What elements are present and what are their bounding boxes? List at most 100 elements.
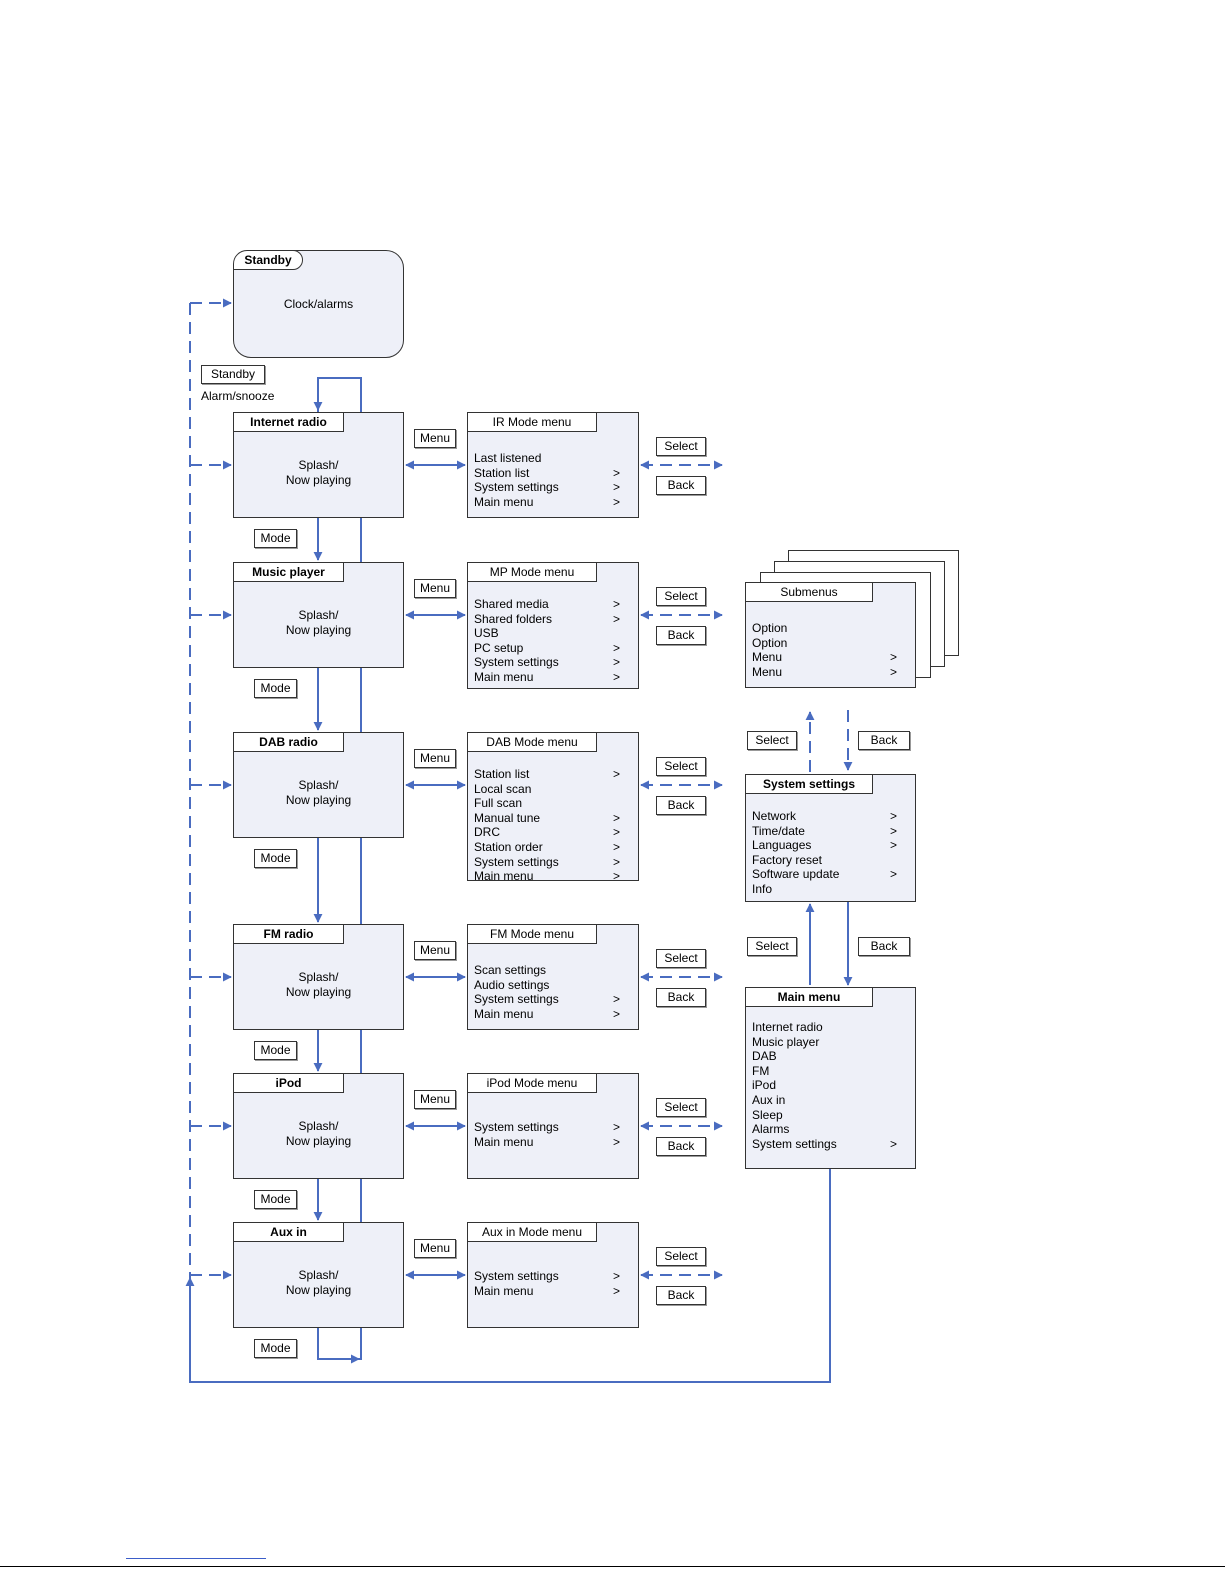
menu-item[interactable]: Factory reset — [752, 853, 897, 868]
menu-item[interactable]: Aux in — [752, 1093, 897, 1108]
menu-item-arrow: > — [612, 611, 620, 626]
menu-item[interactable]: USB — [474, 626, 620, 641]
menu-item[interactable]: Manual tune> — [474, 811, 620, 826]
back-button[interactable]: Back — [656, 988, 706, 1007]
menu-item[interactable]: Main menu> — [474, 495, 620, 510]
menu-item[interactable]: Info — [752, 882, 897, 897]
mode-button[interactable]: Mode — [254, 679, 297, 698]
select-button[interactable]: Select — [656, 1247, 706, 1266]
menu-item-label: PC setup — [474, 640, 524, 655]
menu-item[interactable]: PC setup> — [474, 641, 620, 656]
menu-item[interactable]: System settings > — [474, 1120, 620, 1135]
menu-button[interactable]: Menu — [414, 941, 456, 960]
select-button[interactable]: Select — [656, 1098, 706, 1117]
menu-item[interactable]: Languages> — [752, 838, 897, 853]
menu-item[interactable]: FM — [752, 1064, 897, 1079]
menu-item[interactable]: Local scan — [474, 782, 620, 797]
select-button[interactable]: Select — [656, 757, 706, 776]
menu-item[interactable]: System settings > — [474, 655, 620, 670]
menu-item[interactable]: Full scan — [474, 796, 620, 811]
menu-item-label: Menu — [752, 650, 783, 665]
menu-item-arrow: > — [612, 655, 620, 670]
menu-item[interactable]: Sleep — [752, 1108, 897, 1123]
menu-item[interactable]: Internet radio — [752, 1020, 897, 1035]
menu-item[interactable]: Audio settings — [474, 978, 620, 993]
menu-item[interactable]: System settings> — [474, 480, 620, 495]
menu-item[interactable]: Main menu> — [474, 1284, 620, 1299]
back-button[interactable]: Back — [656, 796, 706, 815]
menu-item[interactable]: System settings> — [474, 992, 620, 1007]
menu-item[interactable]: System settings> — [474, 855, 620, 870]
standby-button[interactable]: Standby — [201, 365, 265, 384]
menu-item[interactable]: Music player — [752, 1035, 897, 1050]
mode-button[interactable]: Mode — [254, 1041, 297, 1060]
menu-item-label: System settings — [474, 1120, 559, 1134]
settings-select-button[interactable]: Select — [747, 731, 797, 750]
menu-item-label: Main menu — [474, 1283, 534, 1298]
mode-title: iPod — [233, 1073, 344, 1093]
menu-item-label: System settings — [474, 854, 559, 869]
mode-menu-2-title: DAB Mode menu — [467, 732, 597, 752]
menu-item[interactable]: Shared folders > — [474, 612, 620, 627]
mode-title: Internet radio — [233, 412, 344, 432]
mode-button[interactable]: Mode — [254, 529, 297, 548]
mode-button[interactable]: Mode — [254, 1339, 297, 1358]
menu-item-label: Internet radio — [752, 1020, 823, 1034]
menu-item[interactable]: Station list> — [474, 767, 620, 782]
menu-item[interactable]: Network> — [752, 809, 897, 824]
select-button[interactable]: Select — [656, 587, 706, 606]
mode-button[interactable]: Mode — [254, 1190, 297, 1209]
mode-button[interactable]: Mode — [254, 849, 297, 868]
menu-button[interactable]: Menu — [414, 429, 456, 448]
menu-item[interactable]: Software update> — [752, 867, 897, 882]
menu-item-arrow: > — [612, 839, 620, 854]
menu-item-label: System settings — [474, 655, 559, 670]
menu-item[interactable]: Last listened — [474, 451, 620, 466]
menu-item[interactable]: Alarms — [752, 1122, 897, 1137]
menu-item[interactable]: Option — [752, 636, 897, 651]
menu-item[interactable]: DAB — [752, 1049, 897, 1064]
back-button[interactable]: Back — [656, 476, 706, 495]
menu-item[interactable]: Station order> — [474, 840, 620, 855]
menu-item[interactable]: Option — [752, 621, 897, 636]
menu-button[interactable]: Menu — [414, 1090, 456, 1109]
back-button[interactable]: Back — [656, 626, 706, 645]
mainmenu-select-button[interactable]: Select — [747, 937, 797, 956]
menu-item[interactable]: DRC> — [474, 825, 620, 840]
menu-item[interactable]: Scan settings — [474, 963, 620, 978]
menu-item[interactable]: Menu> — [752, 650, 897, 665]
menu-button[interactable]: Menu — [414, 1239, 456, 1258]
menu-item-arrow: > — [612, 1120, 620, 1134]
menu-item-arrow: > — [889, 838, 897, 853]
back-button[interactable]: Back — [656, 1286, 706, 1305]
select-button[interactable]: Select — [656, 949, 706, 968]
menu-button[interactable]: Menu — [414, 749, 456, 768]
mode-line2: Now playing — [285, 473, 352, 487]
menu-item[interactable]: System settings> — [752, 1137, 897, 1152]
menu-item[interactable]: Time/date> — [752, 824, 897, 839]
mainmenu-back-button[interactable]: Back — [858, 937, 910, 956]
menu-item[interactable]: Main menu> — [474, 1135, 620, 1150]
menu-item[interactable]: Station list> — [474, 466, 620, 481]
menu-item-label: System settings — [474, 480, 559, 495]
menu-item[interactable]: Shared media> — [474, 597, 620, 612]
menu-item-label: Shared folders — [474, 611, 553, 626]
menu-item[interactable]: Main menu> — [474, 670, 620, 685]
select-button[interactable]: Select — [656, 437, 706, 456]
menu-item[interactable]: Main menu> — [474, 869, 620, 884]
menu-item[interactable]: iPod — [752, 1078, 897, 1093]
menu-item[interactable]: System settings> — [474, 1269, 620, 1284]
settings-back-button[interactable]: Back — [858, 731, 910, 750]
system-settings-list: Network>Time/date>Languages>Factory rese… — [752, 809, 897, 897]
menu-item-arrow: > — [612, 767, 620, 781]
menu-item[interactable]: Main menu> — [474, 1007, 620, 1022]
menu-item[interactable]: Menu> — [752, 665, 897, 680]
back-button[interactable]: Back — [656, 1137, 706, 1156]
mode-loop-bottom — [317, 1328, 362, 1360]
menu-button[interactable]: Menu — [414, 579, 456, 598]
